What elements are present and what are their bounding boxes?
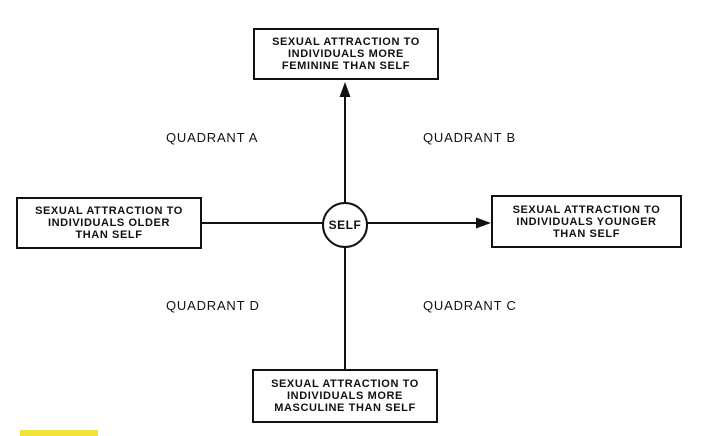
older-attraction-box: SEXUAL ATTRACTION TO INDIVIDUALS OLDER T… (16, 197, 202, 249)
self-label: SELF (328, 218, 362, 232)
up-arrowhead (339, 82, 351, 97)
right-arrowhead (476, 217, 491, 229)
quadrant-a-label: QUADRANT A (166, 130, 259, 145)
self-node: SELF (322, 202, 368, 248)
younger-attraction-box: SEXUAL ATTRACTION TO INDIVIDUALS YOUNGER… (491, 195, 682, 248)
quadrant-d-label: QUADRANT D (166, 298, 260, 313)
quadrant-b-label: QUADRANT B (423, 130, 516, 145)
masculine-attraction-box: SEXUAL ATTRACTION TO INDIVIDUALS MORE MA… (252, 369, 438, 423)
highlighter-mark (20, 430, 98, 436)
feminine-attraction-box: SEXUAL ATTRACTION TO INDIVIDUALS MORE FE… (253, 28, 439, 80)
quadrant-c-label: QUADRANT C (423, 298, 517, 313)
